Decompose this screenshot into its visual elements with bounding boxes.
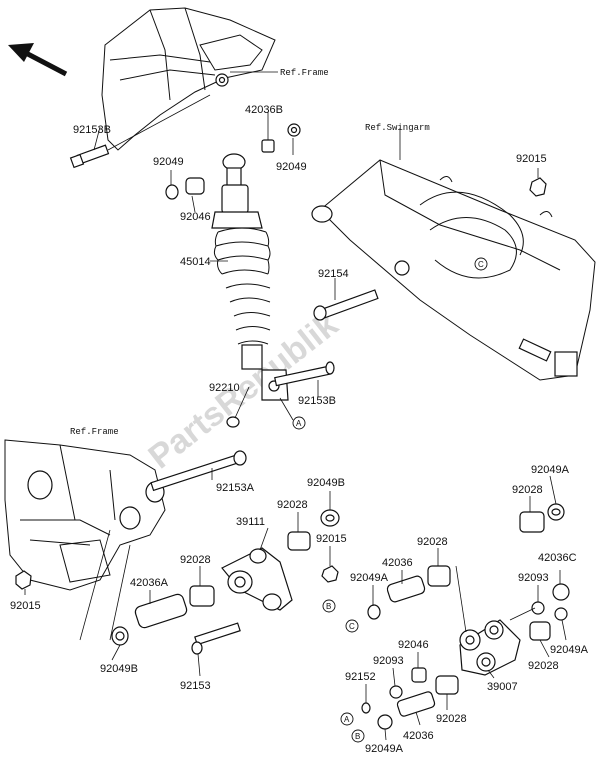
- label-92028-bot: 92028: [436, 713, 467, 725]
- ref-swingarm: Ref.Swingarm: [365, 123, 430, 133]
- bolt-92153B-top: [69, 94, 211, 169]
- label-92028-c: 92028: [417, 536, 448, 548]
- label-39007: 39007: [487, 681, 518, 693]
- label-92153B-mid: 92153B: [298, 395, 336, 407]
- label-92028-r1: 92028: [512, 484, 543, 496]
- frame-left-drawing: [4, 439, 166, 591]
- label-92015-top: 92015: [516, 153, 547, 165]
- label-92093-bot: 92093: [373, 655, 404, 667]
- callout-b-link: B: [326, 602, 331, 611]
- label-92093-r: 92093: [518, 572, 549, 584]
- leader-lines: [24, 112, 567, 741]
- swingarm-drawing: C: [311, 128, 596, 381]
- label-92046-top: 92046: [180, 211, 211, 223]
- collars-mid: [111, 509, 340, 655]
- rocker-39007: [459, 619, 521, 676]
- nut-92210: [226, 416, 240, 428]
- label-92153A: 92153A: [216, 482, 255, 494]
- label-92049-right: 92049: [276, 161, 307, 173]
- callout-a-top: A: [296, 419, 302, 428]
- label-42036-mid: 42036: [382, 557, 413, 569]
- label-92015-left: 92015: [10, 600, 41, 612]
- label-92153: 92153: [180, 680, 211, 692]
- label-39111: 39111: [236, 516, 265, 528]
- label-42036A: 42036A: [130, 577, 169, 589]
- label-92046-bot: 92046: [398, 639, 429, 651]
- nut-92015-top: [529, 168, 547, 197]
- label-92028-left: 92028: [180, 554, 211, 566]
- frame-top-drawing: [101, 7, 278, 151]
- nut-92015-left: [15, 570, 32, 590]
- watermark: PartsRepublik: [142, 306, 346, 477]
- label-92210: 92210: [209, 382, 240, 394]
- label-92049A-r2: 92049A: [550, 644, 589, 656]
- label-92153B-top: 92153B: [73, 124, 111, 136]
- ref-frame-top: Ref.Frame: [280, 68, 329, 78]
- label-92152: 92152: [345, 671, 376, 683]
- label-92049A-bot: 92049A: [365, 743, 404, 755]
- label-45014: 45014: [180, 256, 211, 268]
- bolt-92153A: [150, 450, 247, 492]
- bolt-92153B-mid: [274, 361, 335, 387]
- ref-frame-left: Ref.Frame: [70, 427, 119, 437]
- link-39111: [221, 547, 293, 611]
- label-92049-left: 92049: [153, 156, 184, 168]
- label-92049A-c: 92049A: [350, 572, 389, 584]
- label-92028-r2: 92028: [528, 660, 559, 672]
- callout-c-bottom: C: [349, 622, 355, 631]
- part-labels: 92153B 42036B 92049 92049 92046 92015 92…: [10, 104, 589, 755]
- label-42036B: 42036B: [245, 104, 283, 116]
- bolt-92154: [313, 289, 379, 321]
- callout-a-bottom: A: [344, 715, 350, 724]
- top-small-parts: [165, 123, 301, 200]
- callout-c-swingarm: C: [478, 260, 484, 269]
- label-92049B-top: 92049B: [307, 477, 345, 489]
- label-92028-mid: 92028: [277, 499, 308, 511]
- label-42036-bot: 42036: [403, 730, 434, 742]
- label-92049B-bot: 92049B: [100, 663, 138, 675]
- label-42036C: 42036C: [538, 552, 577, 564]
- label-92015-mid: 92015: [316, 533, 347, 545]
- front-direction-arrow: [8, 43, 68, 77]
- callout-b-bottom: B: [355, 732, 360, 741]
- label-92154: 92154: [318, 268, 349, 280]
- label-92049A-r1: 92049A: [531, 464, 570, 476]
- collars-right: [361, 503, 570, 730]
- shock-absorber-45014: [211, 153, 289, 401]
